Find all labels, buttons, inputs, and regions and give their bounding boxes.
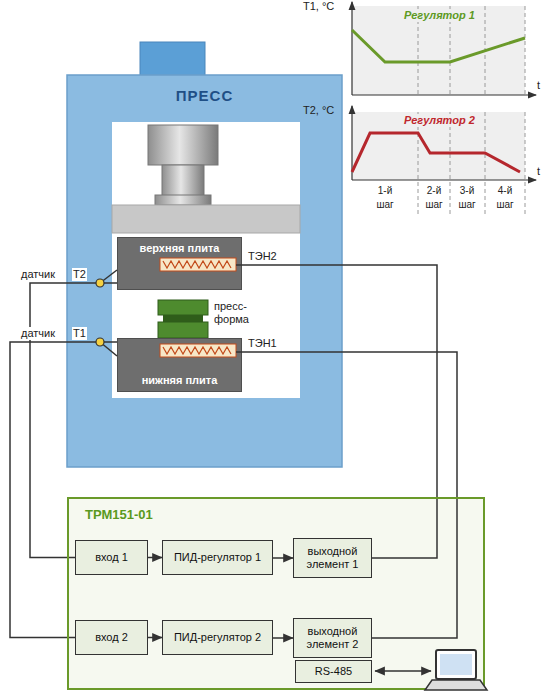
pid-block: ПИД-регулятор 2 [162,620,273,655]
chart-panel [352,6,525,95]
chart-title: Регулятор 2 [402,114,477,127]
sensor-name: T1 [72,327,87,340]
temperature-profile-2 [352,133,520,172]
title-text: ПРЕСС [67,75,342,104]
drawing-part [450,112,451,215]
input-block: вход 2 [75,620,148,655]
mold-joint [163,315,203,322]
press-frame [67,75,342,467]
heater-element [160,344,236,357]
input-block: вход 1 [75,540,148,575]
sensor-label: датчик [20,268,56,281]
step-dividers [418,6,525,215]
axis-label: T1, °C [303,0,334,13]
output-block: выходной элемент 1 [293,538,372,578]
mold-bottom [158,322,208,338]
output-block: выходной элемент 2 [293,618,372,658]
block-label: выходной элемент 2 [297,625,368,651]
chart-panel [352,112,525,180]
pid-block: ПИД-регулятор 1 [162,540,273,575]
axis-label: t [537,79,540,92]
sensor-label: датчик [20,327,56,340]
sensor-dot [96,338,104,346]
mold-top [158,300,208,315]
heater-lead [236,264,242,266]
sensor-probe [100,270,117,283]
press-platen [112,205,300,233]
heater-coil [163,347,231,354]
signal-arrow [273,557,293,559]
block-label: выходной элемент 1 [297,545,368,571]
step-label: 2-й шаг [419,184,449,212]
controller-ground [67,497,485,690]
heater-label: ТЭН1 [248,337,277,350]
laptop-screen [436,650,476,679]
press-body: ПРЕСС верхняя плита нижняя плита [67,75,342,467]
block-label: нижняя плита [142,374,218,387]
sensor-dot [96,279,104,287]
x-axis [352,179,536,180]
mold-label: пресс-форма [214,300,270,326]
controller-box: ТРМ151-01 вход 1 ПИД-регулятор 1 выходной э… [67,497,485,690]
drawing-part [418,112,419,215]
laptop-base [425,680,487,690]
chart-title: Регулятор 1 [402,9,477,22]
piston-flange [155,195,211,205]
axis-label: t [537,165,540,178]
rs485-link [375,670,431,672]
drawing-part [525,6,526,95]
x-axis [352,94,536,95]
heater-element [160,258,236,271]
heater-label: ТЭН2 [248,250,277,263]
laptop-display [440,654,472,675]
title-text: ТРМ151-01 [85,507,153,522]
piston-cylinder [148,125,218,165]
block-label: ПИД-регулятор 1 [174,551,261,564]
step-label: 3-й шаг [452,184,482,212]
heater-lead [236,351,242,353]
drawing-part [485,112,486,215]
block-label: RS-485 [315,665,352,678]
press-cap [140,42,205,78]
signal-wire [242,352,457,638]
block-label: вход 2 [95,631,128,644]
step-label: 4-й шаг [490,184,520,212]
block-label: вход 1 [95,551,128,564]
sensor-probe [100,342,117,356]
piston-rod [162,165,204,197]
signal-wire [10,342,117,638]
block-label: верхняя плита [140,242,220,255]
signal-wire [242,265,437,558]
y-axis [351,2,352,95]
signal-arrow [273,637,293,639]
press-window [112,122,300,398]
sensor-name: T2 [72,268,87,281]
temperature-profile-1 [352,30,525,62]
step-label: 1-й шаг [370,184,400,212]
drawing-part [525,112,526,215]
axis-label: T2, °C [303,104,334,117]
upper-plate: верхняя плита [117,237,242,290]
heater-coil [163,261,231,268]
signal-arrow [148,557,162,559]
block-label: ПИД-регулятор 2 [174,631,261,644]
signal-arrow [148,637,162,639]
interface-block: RS-485 [295,660,372,683]
lower-plate: нижняя плита [117,338,242,392]
